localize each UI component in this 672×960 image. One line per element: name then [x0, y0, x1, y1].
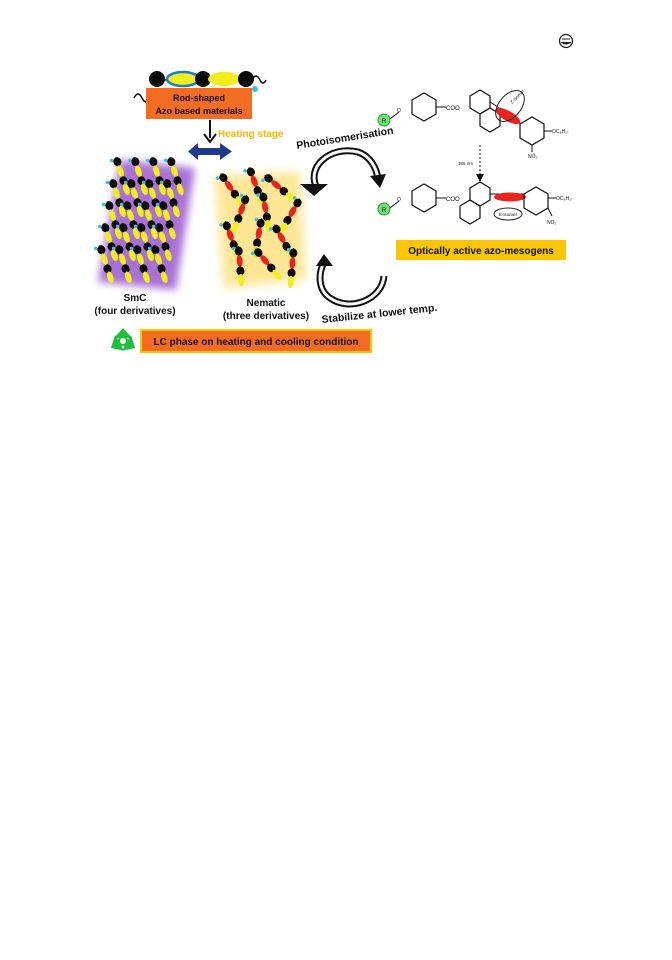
rod-shaped-title-box: Rod-shaped Azo based materials [146, 88, 252, 119]
svg-text:COO: COO [446, 106, 460, 112]
svg-text:R: R [382, 119, 387, 125]
recycle-icon [110, 328, 136, 351]
circle-logo-icon [558, 33, 574, 49]
nematic-sub-label: (three derivatives) [223, 311, 309, 322]
svg-text:NO₂: NO₂ [547, 220, 557, 226]
wavelength-arrow: 365 nm [458, 145, 484, 182]
optically-active-box: Optically active azo-mesogens [396, 240, 566, 260]
svg-text:COO: COO [446, 197, 460, 203]
heating-stage-label: Heating stage [218, 129, 284, 140]
svg-text:E-isomer: E-isomer [499, 212, 518, 217]
svg-text:365 nm: 365 nm [458, 161, 473, 166]
down-arrow [203, 120, 217, 144]
smc-mesogen-15 [163, 156, 184, 196]
smc-mesogen-4 [93, 244, 114, 284]
smc-mesogen-8 [115, 222, 136, 262]
nematic-mesogen-11 [286, 247, 298, 288]
svg-text:OC₈H₁₇: OC₈H₁₇ [552, 129, 569, 135]
z-isomer-structure: R O COO E-isomer OC₈H₁₇ NO₂ [377, 181, 573, 226]
smc-mesogen-3 [97, 222, 118, 262]
smc-mesogen-1 [105, 178, 126, 218]
double-arrow-icon [188, 143, 232, 160]
title-line1: Rod-shaped [173, 93, 225, 103]
nematic-mesogen-9 [231, 246, 245, 286]
nematic-mesogen-5 [279, 196, 302, 234]
smc-mesogen-5 [127, 156, 148, 196]
smc-sub-label: (four derivatives) [94, 306, 175, 317]
smc-mesogen-17 [155, 200, 176, 240]
optically-active-label: Optically active azo-mesogens [408, 246, 554, 257]
svg-text:R: R [382, 208, 387, 214]
svg-text:O: O [397, 197, 401, 203]
smc-label: SmC [124, 293, 147, 304]
svg-text:NO₂: NO₂ [528, 154, 538, 160]
smc-mesogen-19 [147, 244, 168, 284]
nematic-mesogen-2 [261, 174, 296, 202]
lc-phase-box: LC phase on heating and cooling conditio… [140, 329, 372, 353]
rod-molecule-top [133, 70, 267, 103]
smc-mesogen-14 [129, 244, 150, 284]
smc-mesogen-11 [141, 178, 162, 218]
svg-text:OC₈H₁₇: OC₈H₁₇ [556, 196, 573, 202]
nematic-mesogen-10 [250, 248, 282, 280]
svg-text:O: O [397, 108, 401, 114]
title-line2: Azo based materials [155, 106, 242, 116]
e-isomer-structure: R O COO Z-isomer OC₈H₁₇ NO₂ [377, 88, 569, 160]
lc-phase-label: LC phase on heating and cooling conditio… [154, 337, 359, 348]
smc-mesogen-18 [151, 222, 172, 262]
nematic-mesogen-4 [256, 192, 272, 232]
smc-mesogen-16 [159, 178, 180, 218]
nematic-phase-illustration [214, 167, 306, 288]
smc-mesogen-0 [109, 156, 130, 196]
nematic-label: Nematic [247, 298, 286, 309]
smc-mesogen-2 [101, 200, 122, 240]
stabilize-arrow [316, 254, 388, 308]
smc-phase-illustration [93, 156, 195, 290]
smc-mesogen-13 [133, 222, 154, 262]
smc-mesogen-12 [137, 200, 158, 240]
smc-mesogen-9 [111, 244, 132, 284]
nematic-mesogen-3 [231, 193, 250, 233]
photoisomerisation-arrow [300, 147, 386, 196]
